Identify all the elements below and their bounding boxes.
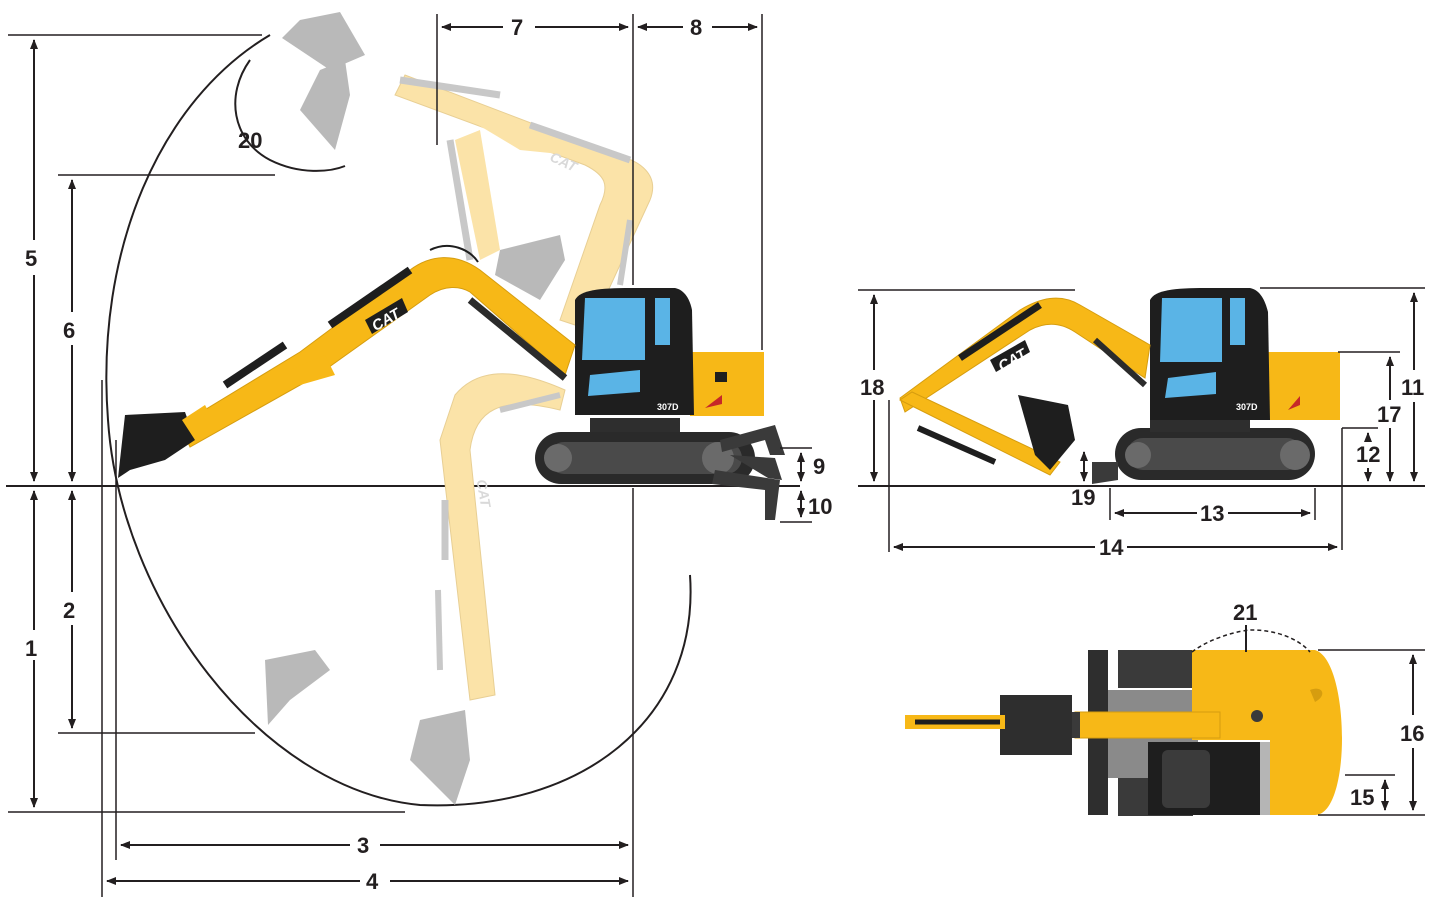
dim-label-15: 15 [1350, 785, 1374, 810]
main-excavator: 307D CAT [118, 244, 785, 520]
model-label: 307D [657, 402, 679, 412]
dim-label-13: 13 [1200, 501, 1224, 526]
dim-label-17: 17 [1377, 402, 1401, 427]
dim-label-9: 9 [813, 454, 825, 479]
boom-cylinder [327, 266, 413, 329]
dim-label-12: 12 [1356, 442, 1380, 467]
top-upper-structure [1192, 650, 1343, 815]
dim-label-20: 20 [238, 128, 262, 153]
dim-label-11: 11 [1401, 375, 1424, 400]
reach-envelope-curve [105, 34, 692, 807]
transport-dozer-blade [1092, 462, 1118, 484]
dim-label-18: 18 [860, 375, 884, 400]
top-view: 21 16 15 [905, 600, 1425, 816]
dim-label-8: 8 [690, 15, 702, 40]
side-view: CAT CAT [6, 12, 832, 897]
transport-view: 307D CAT 18 11 17 12 19 [858, 287, 1425, 560]
ghost-lowered-arm: CAT [265, 373, 566, 805]
top-boom [1074, 711, 1221, 739]
dim-label-5: 5 [25, 246, 37, 271]
dozer-blade-raised [720, 425, 785, 455]
top-bucket [1000, 695, 1072, 755]
top-track-upper [1118, 650, 1193, 688]
dim-label-10: 10 [808, 494, 832, 519]
dim-label-14: 14 [1099, 535, 1124, 560]
dim-label-3: 3 [357, 833, 369, 858]
dim-label-4: 4 [366, 869, 379, 894]
dim-label-2: 2 [63, 598, 75, 623]
dim-label-6: 6 [63, 318, 75, 343]
transport-bucket [1018, 395, 1075, 470]
bucket-cylinder [467, 297, 568, 381]
front-window [582, 298, 645, 360]
bucket [118, 412, 195, 478]
dim-label-21: 21 [1233, 600, 1257, 625]
dim-label-7: 7 [511, 15, 523, 40]
side-window-lower [588, 370, 640, 396]
dim-label-16: 16 [1400, 721, 1424, 746]
dozer-blade-lowered [712, 470, 780, 520]
transport-arm [899, 391, 1061, 476]
bucket-swing-arc [234, 59, 346, 172]
ghost-arm-cat-logo-icon: CAT [474, 478, 495, 510]
transport-model-label: 307D [1236, 402, 1258, 412]
transport-boom [899, 297, 1151, 413]
side-window-upper [655, 298, 670, 345]
dim-label-1: 1 [25, 636, 37, 661]
dim-label-19: 19 [1071, 485, 1095, 510]
arm-cylinder [222, 341, 288, 389]
